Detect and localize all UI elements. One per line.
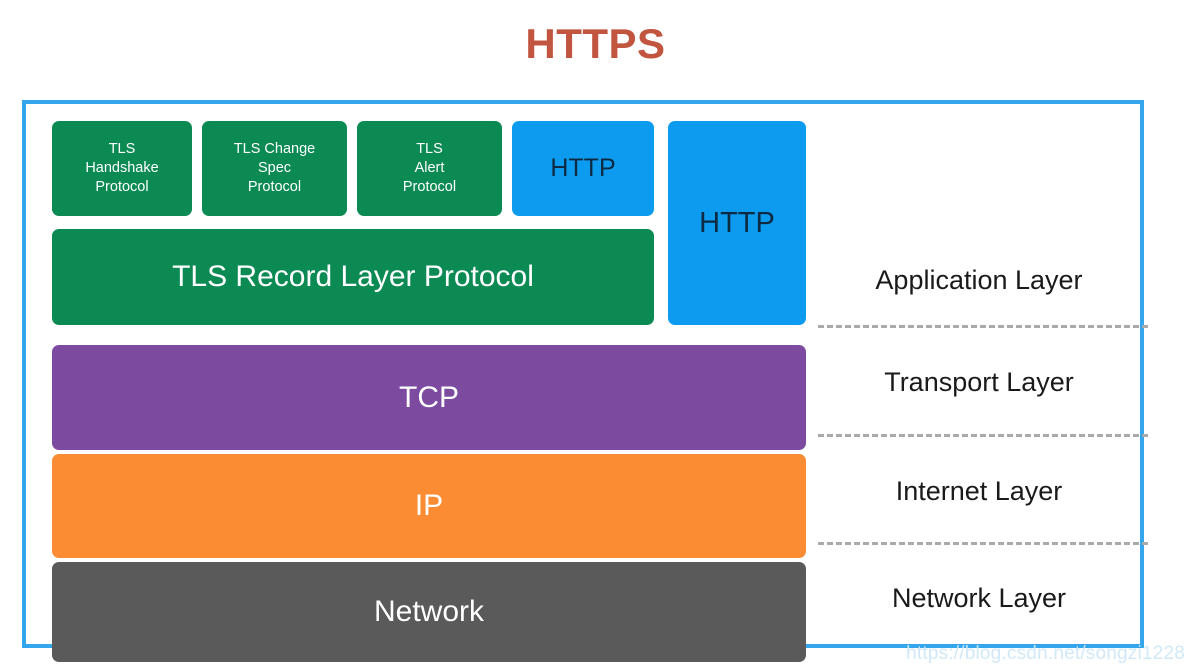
- layer-label-transport: Transport Layer: [884, 367, 1074, 397]
- http-plain-box: HTTP: [668, 121, 806, 325]
- network-box: Network: [52, 562, 806, 662]
- tls-change-spec-protocol-box: TLS Change Spec Protocol: [202, 121, 347, 216]
- watermark: https://blog.csdn.net/songzi1228: [906, 643, 1185, 664]
- protocol-stack-column: TLS Handshake Protocol TLS Change Spec P…: [52, 117, 818, 662]
- layer-labels-column: Application Layer Transport Layer Intern…: [818, 104, 1148, 644]
- tls-record-layer-protocol-box: TLS Record Layer Protocol: [52, 229, 654, 325]
- page-title: HTTPS: [525, 20, 666, 67]
- http-over-tls-box: HTTP: [512, 121, 654, 216]
- layer-divider-application-transport: [818, 325, 1148, 328]
- https-stack-diagram: TLS Handshake Protocol TLS Change Spec P…: [22, 100, 1148, 662]
- tls-alert-protocol-box: TLS Alert Protocol: [357, 121, 502, 216]
- layer-label-internet: Internet Layer: [895, 476, 1063, 506]
- layer-label-network: Network Layer: [891, 583, 1067, 613]
- ip-box: IP: [52, 454, 806, 558]
- layer-label-application: Application Layer: [875, 265, 1083, 295]
- tls-handshake-protocol-box: TLS Handshake Protocol: [52, 121, 192, 216]
- layer-divider-transport-internet: [818, 434, 1148, 437]
- tcp-box: TCP: [52, 345, 806, 450]
- layer-divider-internet-network: [818, 542, 1148, 545]
